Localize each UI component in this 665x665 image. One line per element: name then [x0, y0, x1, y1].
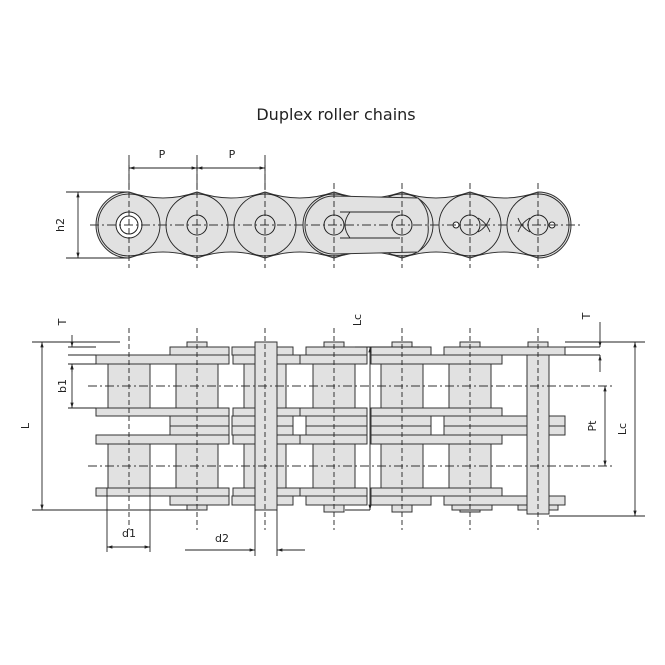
label-d2: d2 — [215, 532, 229, 545]
inner-plate — [95, 354, 230, 365]
label-pt: Pt — [586, 420, 599, 432]
label-l: L — [19, 422, 32, 429]
inner-plate — [299, 434, 368, 445]
outer-plate — [443, 346, 566, 356]
label-pitch-1: P — [159, 148, 166, 161]
inner-plate — [370, 407, 503, 417]
outer-plate — [169, 415, 230, 427]
connecting-link-pin — [254, 341, 278, 511]
label-lc: Lc — [351, 314, 364, 326]
label-b1: b1 — [56, 379, 69, 393]
inner-plate — [299, 487, 368, 497]
inner-plate — [370, 354, 503, 365]
outer-plate — [305, 495, 368, 506]
inner-plate — [95, 487, 230, 497]
outer-plate — [370, 346, 432, 356]
outer-plate — [443, 495, 566, 506]
inner-plate — [299, 354, 368, 365]
label-lc-right: Lc — [616, 423, 629, 435]
outer-plate — [370, 425, 432, 436]
label-d1: d1 — [122, 527, 136, 540]
label-t-right: T — [580, 312, 593, 320]
cotter-pin-end — [451, 504, 493, 511]
outer-plate — [443, 425, 566, 436]
label-h2: h2 — [54, 218, 67, 232]
inner-plate — [299, 407, 368, 417]
inner-plate — [370, 434, 503, 445]
outer-plate — [370, 495, 432, 506]
outer-plate — [305, 346, 368, 356]
outer-plate — [305, 425, 368, 436]
chain-top-view — [88, 328, 612, 530]
inner-plate — [95, 407, 230, 417]
label-t-left: T — [56, 318, 69, 326]
diagram-title: Duplex roller chains — [256, 105, 415, 124]
dimension-lines — [32, 155, 645, 556]
outer-plate — [370, 415, 432, 427]
cotter-pins — [477, 217, 531, 233]
label-pitch-2: P — [229, 148, 236, 161]
outer-plate — [169, 495, 230, 506]
chain-side-view — [90, 165, 580, 268]
inner-plate — [370, 487, 503, 497]
outer-plate — [305, 415, 368, 427]
outer-plate — [169, 425, 230, 436]
inner-plate — [95, 434, 230, 445]
outer-plate — [169, 346, 230, 356]
